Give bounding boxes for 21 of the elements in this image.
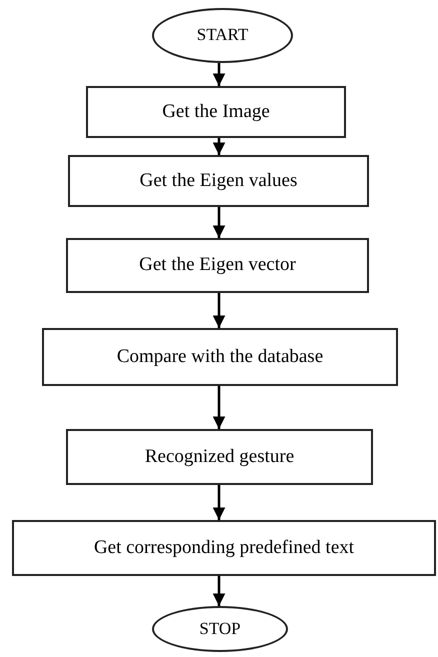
process-box — [42, 328, 398, 386]
process-box — [68, 155, 369, 207]
step-label: Get the Image — [162, 102, 270, 122]
step-label: STOP — [199, 620, 241, 638]
arrow — [212, 293, 226, 328]
arrow — [212, 386, 226, 429]
arrow — [212, 138, 226, 155]
step-label: Get corresponding predefined text — [94, 538, 354, 558]
arrow — [212, 207, 226, 238]
step-label: Compare with the database — [116, 346, 324, 368]
process-box — [66, 429, 373, 485]
step-label: Get the Eigen values — [140, 170, 298, 192]
process-box — [12, 520, 436, 576]
arrow — [212, 576, 226, 606]
arrow — [212, 63, 226, 86]
step-label: Recognized gesture — [144, 446, 294, 468]
step-label: Get the Eigen vector — [139, 255, 296, 276]
arrow — [212, 485, 226, 520]
step-label: START — [196, 26, 248, 45]
process-box — [66, 238, 369, 293]
process-box — [86, 86, 346, 138]
